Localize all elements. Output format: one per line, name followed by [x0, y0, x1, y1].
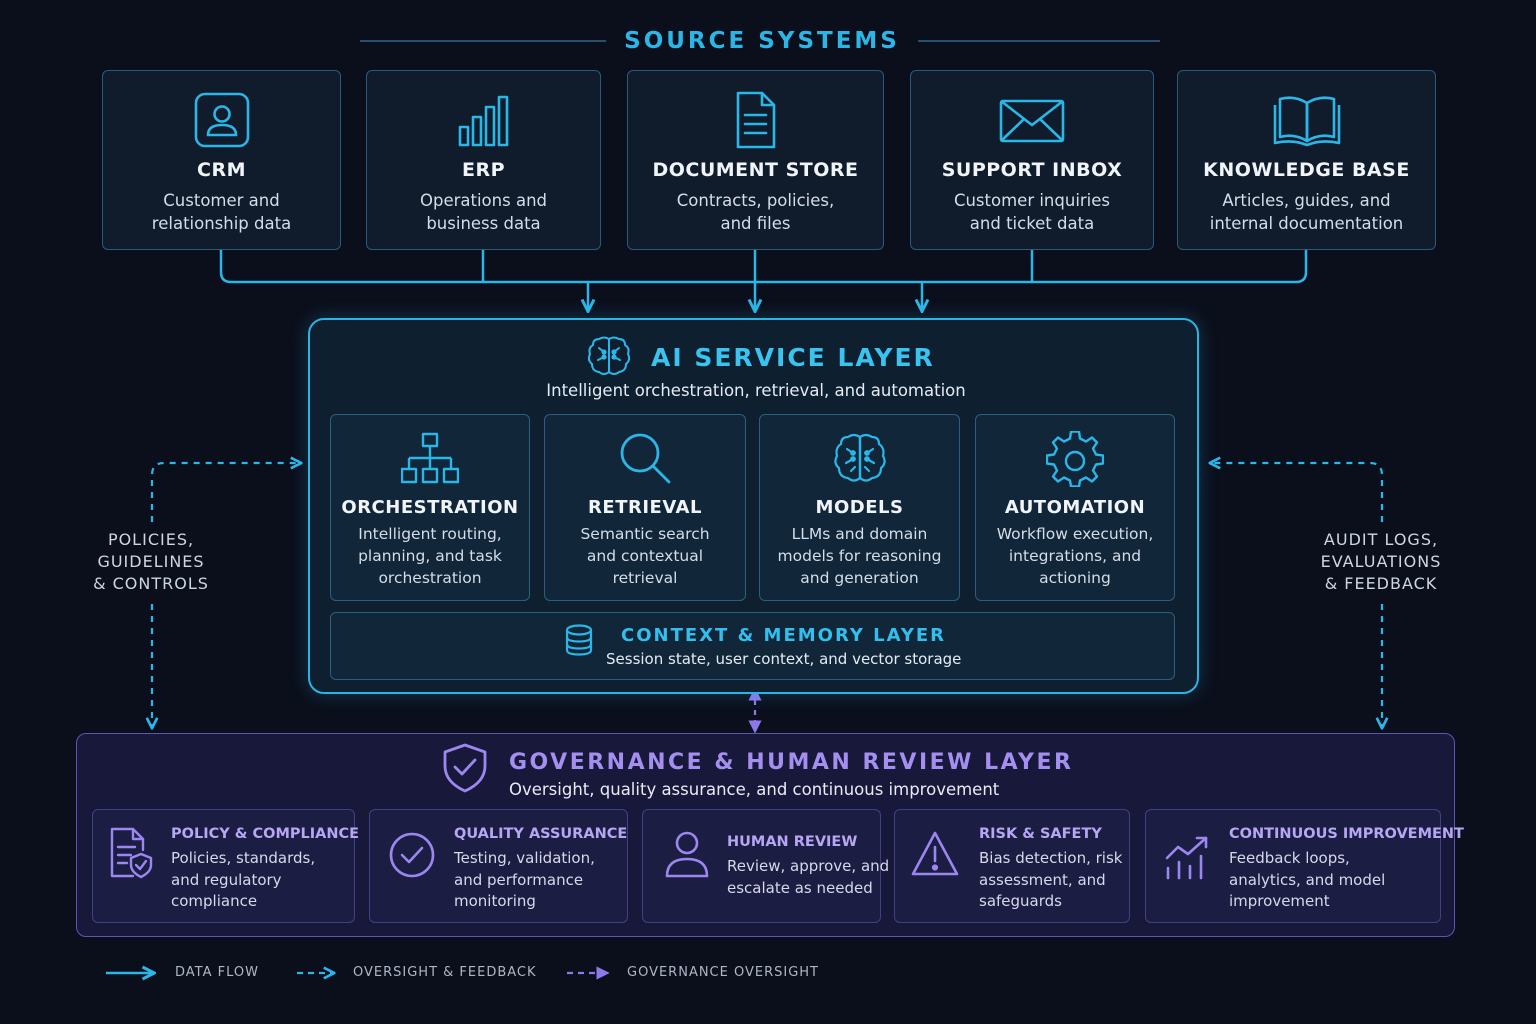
governance-subtitle: Oversight, quality assurance, and contin… — [509, 780, 1000, 799]
source-systems-title: SOURCE SYSTEMS — [624, 28, 900, 54]
check-circle-icon — [389, 832, 435, 878]
magnifier-icon — [620, 433, 671, 484]
source-title: CRM — [197, 159, 246, 181]
governance-title: GOVERNANCE & HUMAN REVIEW LAYER — [509, 750, 1074, 775]
ai-card-title: RETRIEVAL — [588, 497, 702, 518]
bar-chart-icon — [458, 95, 508, 147]
data-flow-bus — [219, 250, 1308, 284]
governance-card-quality-assurance[interactable]: QUALITY ASSURANCE Testing, validation,an… — [369, 809, 628, 923]
governance-card-policy-compliance[interactable]: POLICY & COMPLIANCE Policies, standards,… — [92, 809, 359, 923]
governance-card-title: QUALITY ASSURANCE — [454, 826, 628, 842]
database-icon — [565, 624, 593, 656]
legend-governance-oversight: GOVERNANCE OVERSIGHT — [627, 965, 820, 980]
shield-check-icon — [443, 743, 487, 793]
legend-oversight-feedback: OVERSIGHT & FEEDBACK — [353, 965, 537, 980]
source-title: KNOWLEDGE BASE — [1203, 159, 1410, 181]
envelope-icon — [999, 99, 1065, 143]
ai-card-orchestration[interactable]: ORCHESTRATION Intelligent routing,planni… — [330, 414, 530, 601]
feedback-arrow-right-top — [1211, 463, 1384, 522]
brain-icon — [587, 336, 631, 375]
open-book-icon — [1273, 96, 1340, 147]
policies-guidelines-label: POLICIES,GUIDELINES& CONTROLS — [93, 530, 209, 593]
governance-card-title: HUMAN REVIEW — [727, 834, 858, 850]
source-card-document-store[interactable]: DOCUMENT STORE Contracts, policies,and f… — [627, 70, 884, 250]
brain-icon — [833, 433, 886, 482]
oversight-arrow-left-top — [150, 463, 300, 522]
gear-icon — [1046, 431, 1104, 487]
ai-card-title: ORCHESTRATION — [341, 497, 519, 518]
ai-layer-subtitle: Intelligent orchestration, retrieval, an… — [546, 381, 966, 400]
source-desc: Contracts, policies,and files — [676, 191, 835, 233]
ai-layer-title: AI SERVICE LAYER — [651, 343, 935, 372]
hierarchy-icon — [401, 432, 459, 484]
warning-triangle-icon — [911, 831, 959, 876]
document-icon — [736, 91, 775, 149]
trend-chart-icon — [1165, 836, 1208, 880]
context-memory-layer[interactable] — [330, 612, 1175, 680]
governance-card-title: POLICY & COMPLIANCE — [171, 826, 360, 842]
context-layer-subtitle: Session state, user context, and vector … — [606, 650, 962, 668]
legend-data-flow: DATA FLOW — [175, 965, 259, 980]
governance-card-title: CONTINUOUS IMPROVEMENT — [1229, 826, 1464, 842]
source-title: DOCUMENT STORE — [652, 159, 859, 181]
audit-logs-label: AUDIT LOGS,EVALUATIONS& FEEDBACK — [1320, 530, 1442, 593]
governance-card-continuous-improvement[interactable]: CONTINUOUS IMPROVEMENT Feedback loops,an… — [1145, 809, 1464, 923]
person-icon — [665, 831, 709, 878]
policy-document-icon — [110, 827, 153, 879]
governance-card-title: RISK & SAFETY — [979, 826, 1102, 842]
ai-card-title: AUTOMATION — [1004, 497, 1146, 518]
source-title: SUPPORT INBOX — [941, 159, 1123, 181]
ai-card-automation[interactable]: AUTOMATION Workflow execution,integratio… — [975, 414, 1175, 601]
context-layer-title: CONTEXT & MEMORY LAYER — [621, 625, 947, 646]
user-icon — [194, 92, 249, 148]
ai-card-title: MODELS — [815, 497, 904, 518]
source-title: ERP — [461, 159, 506, 181]
